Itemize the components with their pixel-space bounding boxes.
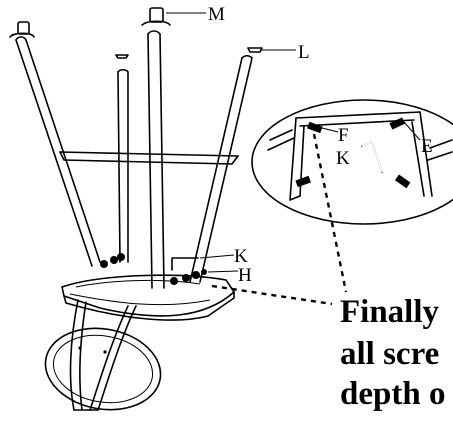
detail-callout — [251, 99, 453, 225]
leg-glide-l — [115, 47, 263, 59]
backrest — [44, 327, 162, 411]
label-k: K — [234, 246, 248, 267]
allen-key-k — [171, 257, 199, 271]
screw-dot — [103, 350, 107, 354]
stretcher — [59, 151, 239, 165]
label-l: L — [298, 42, 310, 63]
seat — [61, 274, 235, 321]
leg-cap-m — [9, 7, 171, 38]
back-support — [69, 299, 137, 411]
screw-f — [295, 117, 411, 189]
legs — [15, 30, 253, 289]
dashed-guides — [211, 133, 348, 306]
bolts — [100, 253, 207, 285]
note-line-3: depth o — [340, 376, 445, 412]
screw-dot — [78, 346, 82, 350]
label-e: E — [421, 136, 433, 157]
label-f: F — [338, 125, 349, 146]
label-k-detail: K — [336, 148, 350, 169]
note-line-2: all scre — [340, 336, 439, 372]
note-line-1: Finally — [340, 294, 440, 330]
label-h: H — [238, 265, 252, 286]
leader-lines — [166, 12, 421, 273]
instruction-note: Finally all scre depth o — [340, 294, 445, 412]
label-m: M — [208, 4, 225, 25]
